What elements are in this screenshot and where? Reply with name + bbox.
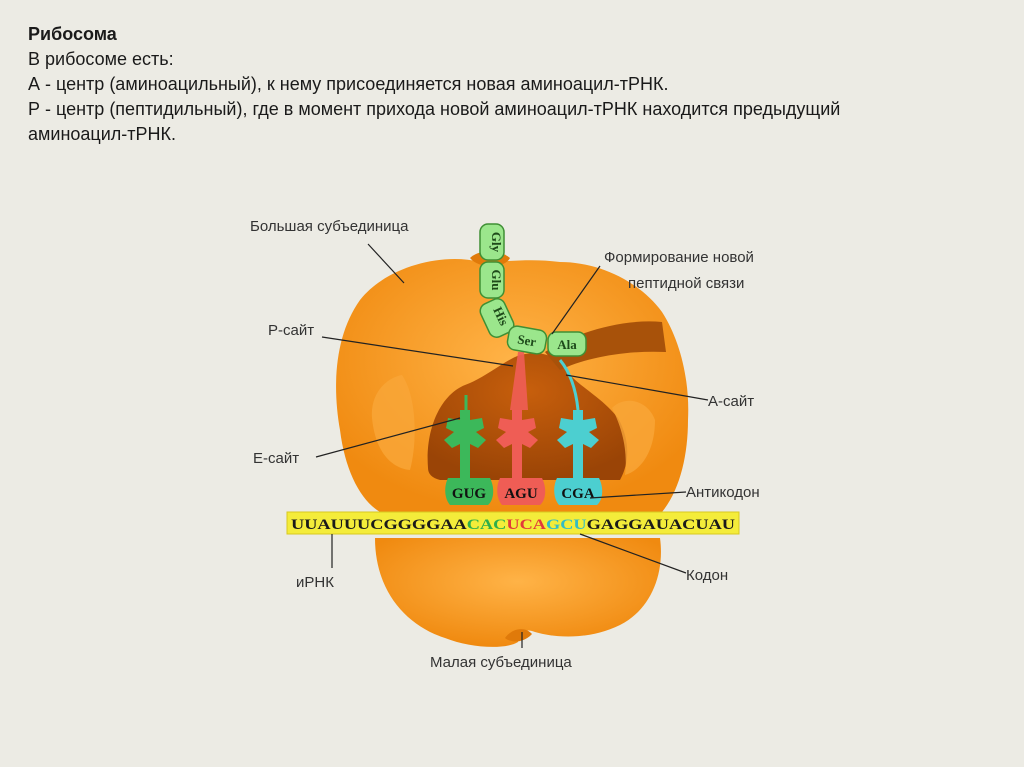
- pointer-anticodon: [589, 491, 687, 499]
- trna-p-site: [496, 352, 538, 478]
- aa-gly-text: Gly: [489, 232, 504, 253]
- text-line-3: Р - центр (пептидильный), где в момент п…: [28, 99, 841, 119]
- aa-ala-text: Ala: [557, 337, 577, 352]
- pointer-codon: [579, 533, 687, 574]
- left-lobe-highlight: [371, 375, 415, 470]
- slide-title: Рибосома: [28, 24, 117, 44]
- amino-acid-ser: Ser: [506, 325, 548, 355]
- pointer-peptide-bond: [551, 265, 601, 335]
- amino-acid-gly: Gly: [479, 223, 505, 261]
- codon-p: UCA: [506, 517, 546, 533]
- aa-glu-text: Glu: [489, 270, 504, 291]
- peptide-channel: [545, 321, 666, 370]
- right-lobe-highlight: [612, 400, 655, 475]
- label-large-subunit: Большая субъединица: [250, 218, 409, 235]
- label-a-site: А-сайт: [708, 393, 754, 410]
- anticodon-1: GUG: [445, 478, 494, 505]
- slide-text: Рибосома В рибосоме есть: А - центр (ами…: [28, 22, 1008, 147]
- aa-ser-text: Ser: [516, 331, 537, 349]
- text-line-1: В рибосоме есть:: [28, 49, 174, 69]
- mrna-seg-4: GAGGAUACUAU: [587, 517, 736, 533]
- aa-his-text: His: [490, 304, 512, 327]
- anticodon-2: AGU: [497, 478, 546, 505]
- label-p-site: Р-сайт: [268, 322, 314, 339]
- mrna-seg-0: UUAUUUCGGGGAA: [291, 517, 467, 533]
- label-peptide-bond-1: Формирование новой: [604, 249, 754, 266]
- amino-acid-his: His: [479, 298, 515, 338]
- amino-acid-ala: Ala: [547, 331, 587, 357]
- trna-a-site: [557, 359, 599, 478]
- label-peptide-bond-2: пептидной связи: [628, 275, 744, 292]
- codon-e: CAC: [467, 517, 507, 533]
- label-mrna: иРНК: [296, 574, 334, 591]
- pointer-e-site: [315, 417, 461, 458]
- amino-acid-glu: Glu: [479, 261, 505, 299]
- small-subunit-shape: [375, 538, 661, 647]
- small-subunit-dip: [505, 629, 532, 642]
- text-line-4: аминоацил-тРНК.: [28, 124, 176, 144]
- text-line-2: А - центр (аминоацильный), к нему присое…: [28, 74, 669, 94]
- pointer-p-site: [321, 336, 514, 367]
- pointer-a-site: [565, 374, 709, 401]
- codon-a: GCU: [546, 517, 587, 533]
- anticodon-3-text: CGA: [561, 486, 595, 502]
- label-small-subunit: Малая субъединица: [430, 654, 572, 671]
- label-codon: Кодон: [686, 567, 728, 584]
- label-e-site: Е-сайт: [253, 450, 299, 467]
- mrna-strip: [286, 511, 740, 535]
- anticodon-3: CGA: [554, 478, 603, 505]
- pointer-large-subunit: [367, 243, 405, 284]
- label-anticodon: Антикодон: [686, 484, 760, 501]
- anticodon-2-text: AGU: [504, 486, 538, 502]
- trna-e-site: [444, 395, 486, 478]
- anticodon-1-text: GUG: [452, 486, 487, 502]
